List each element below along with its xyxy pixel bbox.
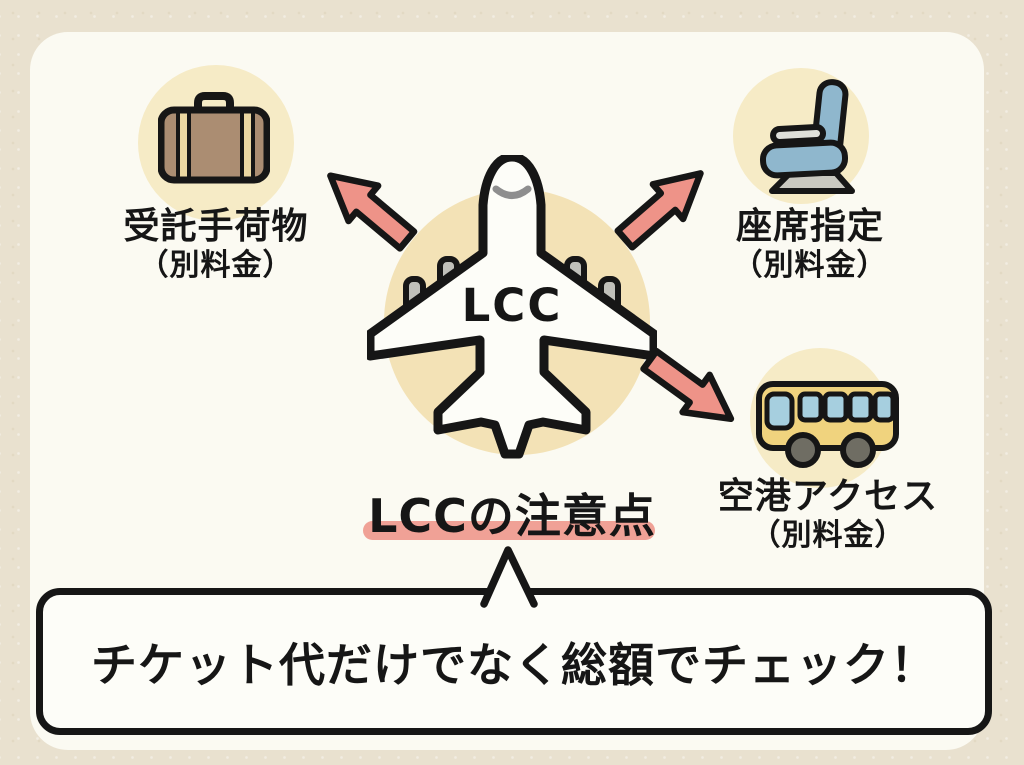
baggage-note: （別料金） (138, 248, 294, 283)
plane-label-text: LCC (462, 279, 563, 332)
callout-text: チケット代だけでなく総額でチェック！ (91, 637, 937, 692)
bus-label: 空港アクセス (717, 476, 939, 517)
bus-label-block: 空港アクセス （別料金） (678, 476, 978, 554)
seat-note: （別料金） (732, 248, 888, 283)
baggage-label: 受託手荷物 (123, 206, 309, 247)
page-title: LCCの注意点 (368, 489, 656, 543)
bus-icon (756, 381, 899, 468)
callout-bubble: チケット代だけでなく総額でチェック！ (36, 588, 992, 735)
title-underline (363, 521, 655, 540)
seat-icon (759, 79, 855, 194)
seat-label-block: 座席指定 （別料金） (660, 206, 960, 284)
bus-note: （別料金） (750, 518, 906, 553)
seat-label: 座席指定 (735, 206, 884, 247)
baggage-label-block: 受託手荷物 （別料金） (66, 206, 366, 284)
suitcase-icon (158, 92, 270, 184)
lcc-airplane-icon: LCC (367, 155, 657, 459)
